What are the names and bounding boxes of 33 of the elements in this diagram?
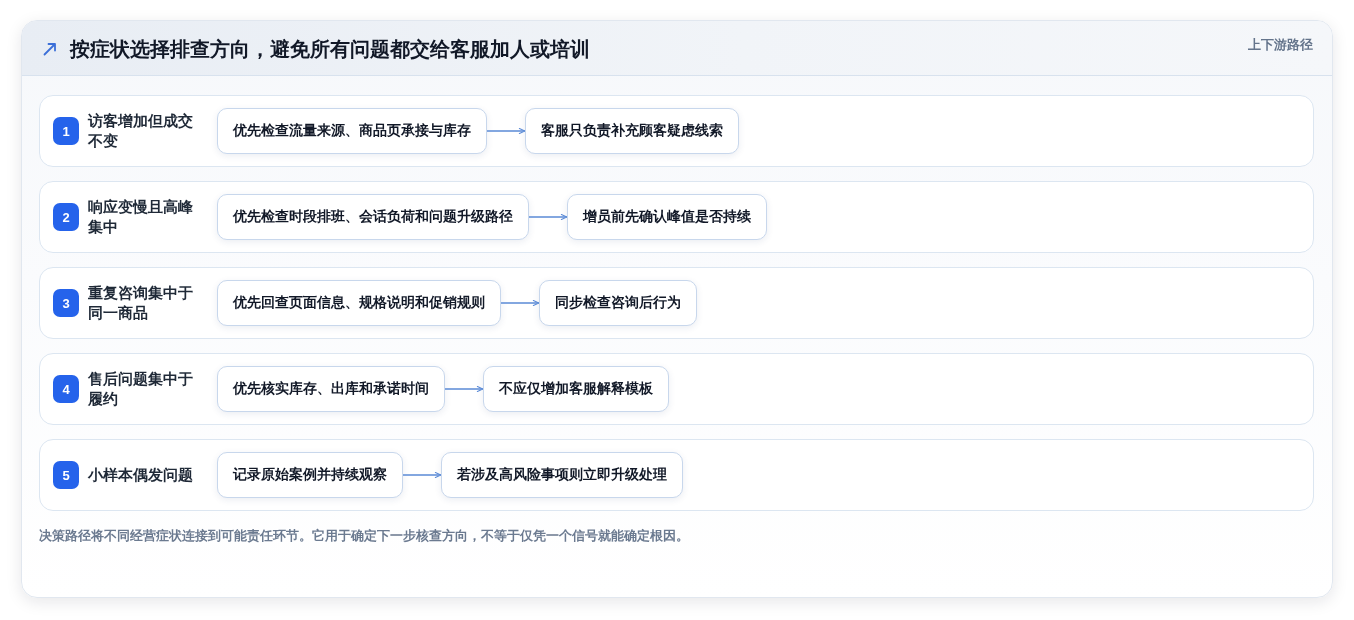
process-box: 优先核实库存、出库和承诺时间 [217, 366, 445, 412]
process-box: 同步检查咨询后行为 [539, 280, 697, 326]
row-band [39, 181, 1314, 253]
symptom-label: 重复咨询集中于同一商品 [88, 283, 194, 323]
process-box: 增员前先确认峰值是否持续 [567, 194, 767, 240]
process-box: 若涉及高风险事项则立即升级处理 [441, 452, 683, 498]
arrow [402, 472, 442, 478]
arrow [444, 386, 484, 392]
number-badge: 2 [53, 203, 79, 231]
process-box: 记录原始案例并持续观察 [217, 452, 403, 498]
row-band [39, 267, 1314, 339]
header-note: 上下游路径 [1248, 37, 1313, 54]
process-box: 优先检查时段排班、会话负荷和问题升级路径 [217, 194, 529, 240]
process-box: 优先检查流量来源、商品页承接与库存 [217, 108, 487, 154]
process-box: 优先回查页面信息、规格说明和促销规则 [217, 280, 501, 326]
caption: 决策路径将不同经营症状连接到可能责任环节。它用于确定下一步核查方向，不等于仅凭一个信号就能确定根因。 [39, 527, 689, 545]
number-badge: 1 [53, 117, 79, 145]
number-badge: 5 [53, 461, 79, 489]
arrow [486, 128, 526, 134]
symptom-label: 小样本偶发问题 [88, 465, 194, 485]
title: 按症状选择排查方向，避免所有问题都交给客服加人或培训 [70, 37, 590, 61]
number-badge: 4 [53, 375, 79, 403]
process-box: 客服只负责补充顾客疑虑线索 [525, 108, 739, 154]
number-badge: 3 [53, 289, 79, 317]
process-box: 不应仅增加客服解释模板 [483, 366, 669, 412]
symptom-label: 售后问题集中于履约 [88, 369, 194, 409]
arrow [500, 300, 540, 306]
arrow [528, 214, 568, 220]
row-band [39, 353, 1314, 425]
row-band [39, 439, 1314, 511]
row-band [39, 95, 1314, 167]
symptom-label: 响应变慢且高峰集中 [88, 197, 194, 237]
symptom-label: 访客增加但成交不变 [88, 111, 194, 151]
